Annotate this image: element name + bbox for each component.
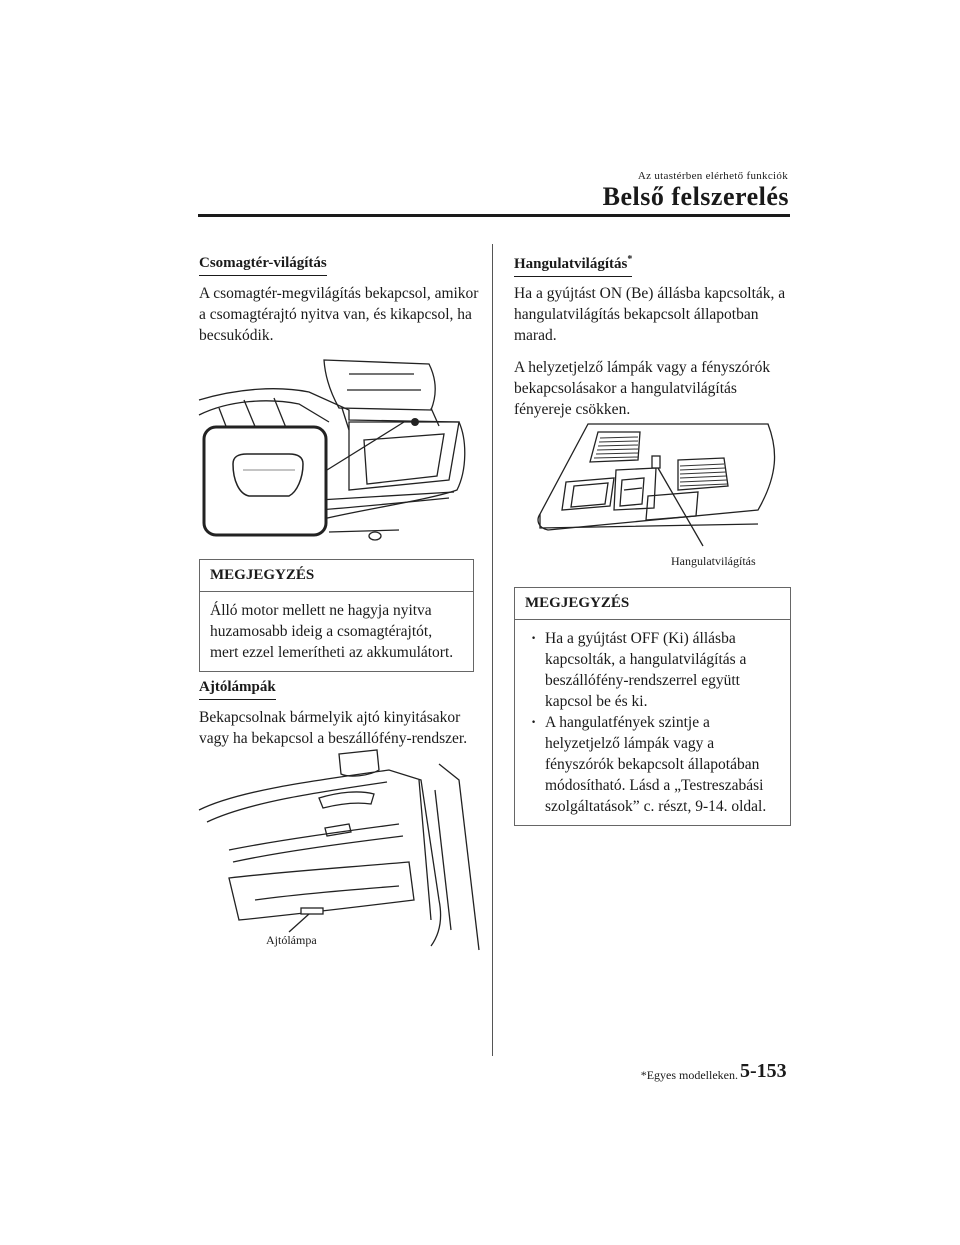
door-light-heading: Ajtólámpák [199, 678, 276, 700]
trunk-light-text: A csomagtér-megvilágítás bekapcsol, amik… [199, 285, 479, 344]
column-divider [492, 244, 493, 1056]
note-item: A hangulatfények szintje a helyzetjelző … [525, 712, 780, 817]
note-title: MEGJEGYZÉS [515, 588, 790, 620]
trunk-illustration [198, 359, 466, 541]
note-item: Ha a gyújtást OFF (Ki) állásba kapcsoltá… [525, 628, 780, 712]
note-box-2: MEGJEGYZÉS Ha a gyújtást OFF (Ki) állásb… [514, 587, 791, 826]
asterisk-mark: * [627, 254, 633, 265]
ambient-light-heading: Hangulatvilágítás* [514, 254, 633, 277]
ambient-illustration [537, 423, 776, 547]
door-illustration [198, 749, 480, 951]
trunk-light-heading: Csomagtér-világítás [199, 254, 327, 276]
door-lamp-caption: Ajtólámpa [266, 933, 317, 947]
footnote: *Egyes modelleken. [640, 1068, 738, 1082]
page-number: 5-153 [740, 1060, 787, 1082]
header-rule [198, 214, 790, 217]
chapter-title: Belső felszerelés [602, 182, 789, 211]
note-title: MEGJEGYZÉS [200, 560, 473, 592]
section-title: Az utastérben elérhető funkciók [637, 170, 788, 182]
ambient-light-caption: Hangulatvilágítás [671, 554, 756, 568]
note-text: Álló motor mellett ne hagyja nyitva huza… [210, 602, 454, 661]
note-box-1: MEGJEGYZÉS Álló motor mellett ne hagyja … [199, 559, 474, 672]
ambient-text-2: A helyzetjelző lámpák vagy a fényszórók … [514, 359, 771, 418]
door-light-text: Bekapcsolnak bármelyik ajtó kinyitásakor… [199, 709, 468, 747]
ambient-text-1: Ha a gyújtást ON (Be) állásba kapcsolták… [514, 285, 786, 344]
note-list: Ha a gyújtást OFF (Ki) állásba kapcsoltá… [515, 620, 790, 825]
